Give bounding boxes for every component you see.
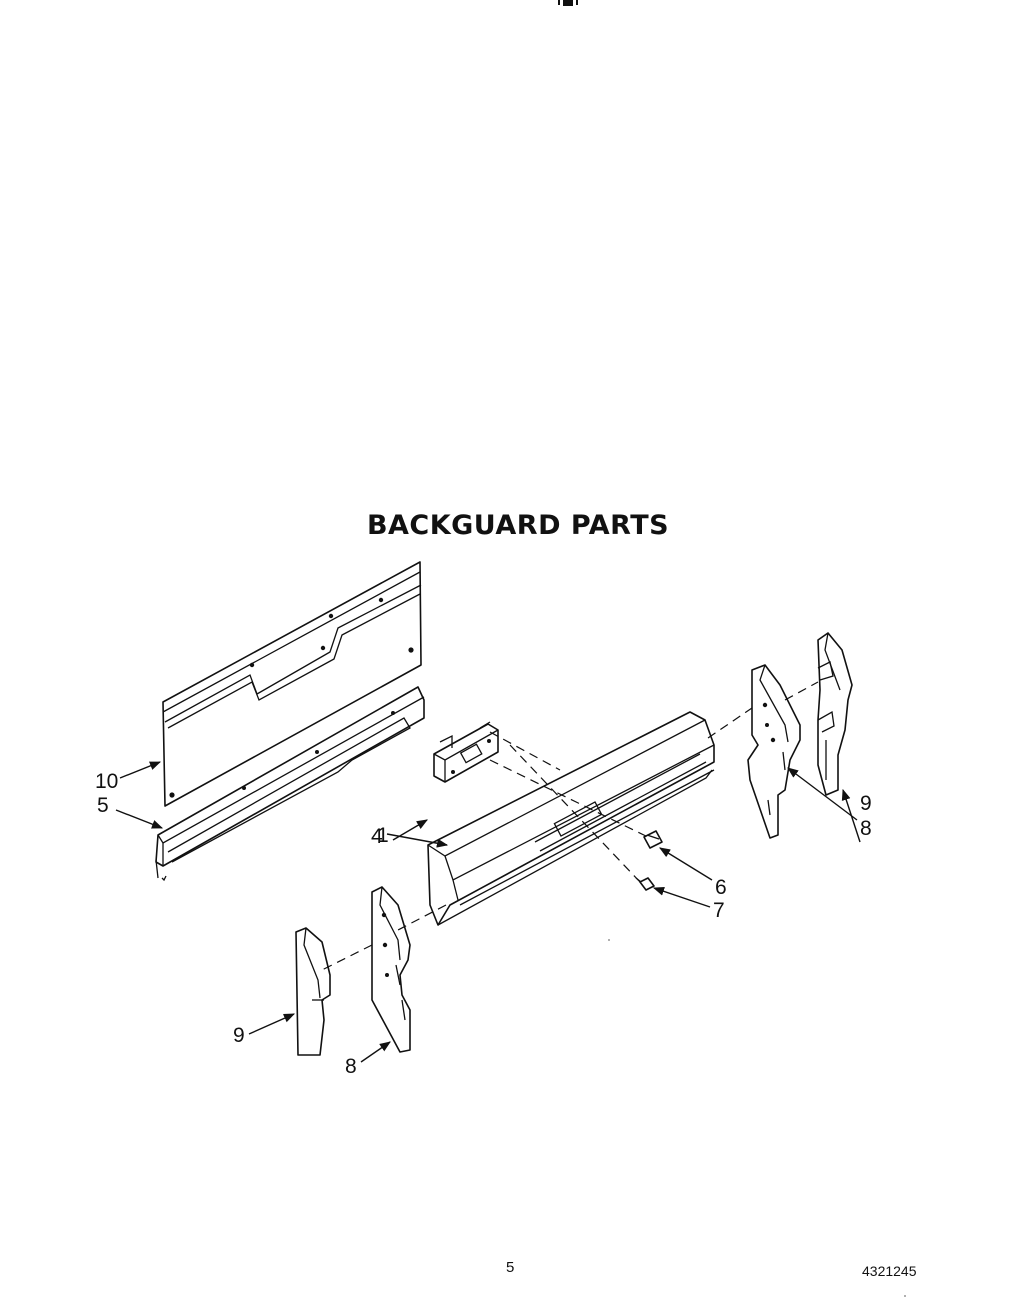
- part-6-knob: [643, 830, 663, 849]
- part-9-right-end-cap: [817, 632, 853, 796]
- part-8-right-end-bracket: [747, 664, 801, 839]
- document-number: 4321245: [862, 1263, 917, 1279]
- part-8-left-end-bracket: [371, 886, 411, 1053]
- callout-9-right: 9: [860, 792, 872, 815]
- callout-8-right: 8: [860, 817, 872, 840]
- callout-9-left: 9: [233, 1024, 245, 1047]
- page-title: BACKGUARD PARTS: [366, 510, 670, 541]
- callout-7: 7: [713, 899, 725, 922]
- callout-1: 1: [377, 824, 389, 847]
- part-9-left-end-cap: [295, 927, 331, 1056]
- callout-5: 5: [97, 794, 109, 817]
- callout-6: 6: [715, 876, 727, 899]
- callout-labels: 10 5 1 4 6 7 9 8 9 8: [95, 770, 872, 1078]
- part-10-back-panel: [162, 561, 422, 807]
- binding-mark: [558, 0, 578, 6]
- callout-8-left: 8: [345, 1055, 357, 1078]
- callout-leaders: [115, 761, 861, 1063]
- part-4-control-panel: [427, 711, 715, 926]
- assembly-guide-lines: [321, 681, 819, 971]
- part-1-clock-module: [433, 721, 499, 783]
- callout-10: 10: [95, 770, 118, 793]
- part-5-trim-channel: [155, 686, 425, 882]
- page-number: 5: [506, 1259, 515, 1276]
- callout-4: 4: [371, 825, 383, 848]
